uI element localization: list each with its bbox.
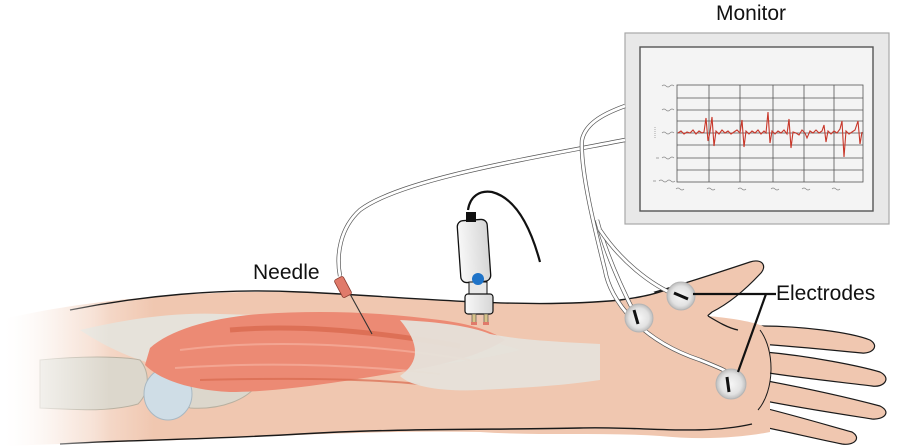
needle-shaft — [349, 293, 373, 335]
needle-label: Needle — [253, 261, 320, 284]
monitor — [624, 32, 890, 225]
electrode-1-lead — [632, 309, 640, 325]
probe-button-icon[interactable] — [472, 273, 484, 285]
needle-electrode[interactable] — [334, 276, 373, 335]
monitor-screen — [639, 46, 874, 212]
surface-electrode-2[interactable] — [666, 281, 696, 311]
electrode-3-lead — [725, 376, 731, 393]
surface-electrode-1[interactable] — [624, 303, 654, 333]
surface-electrode-3[interactable] — [715, 368, 747, 400]
electrodes-callout — [693, 292, 776, 373]
fingers — [747, 325, 887, 445]
electrode-2-lead — [673, 291, 689, 301]
electrodes-label: Electrodes — [776, 282, 876, 305]
monitor-label: Monitor — [716, 2, 787, 25]
forearm — [0, 260, 887, 448]
probe-handle — [456, 218, 492, 284]
needle-hub-icon — [334, 276, 352, 298]
axis-ticks — [653, 84, 841, 191]
tendons — [400, 320, 600, 391]
stimulator-probe[interactable] — [456, 212, 494, 325]
probe-head — [464, 293, 494, 315]
emg-signal — [677, 111, 863, 158]
